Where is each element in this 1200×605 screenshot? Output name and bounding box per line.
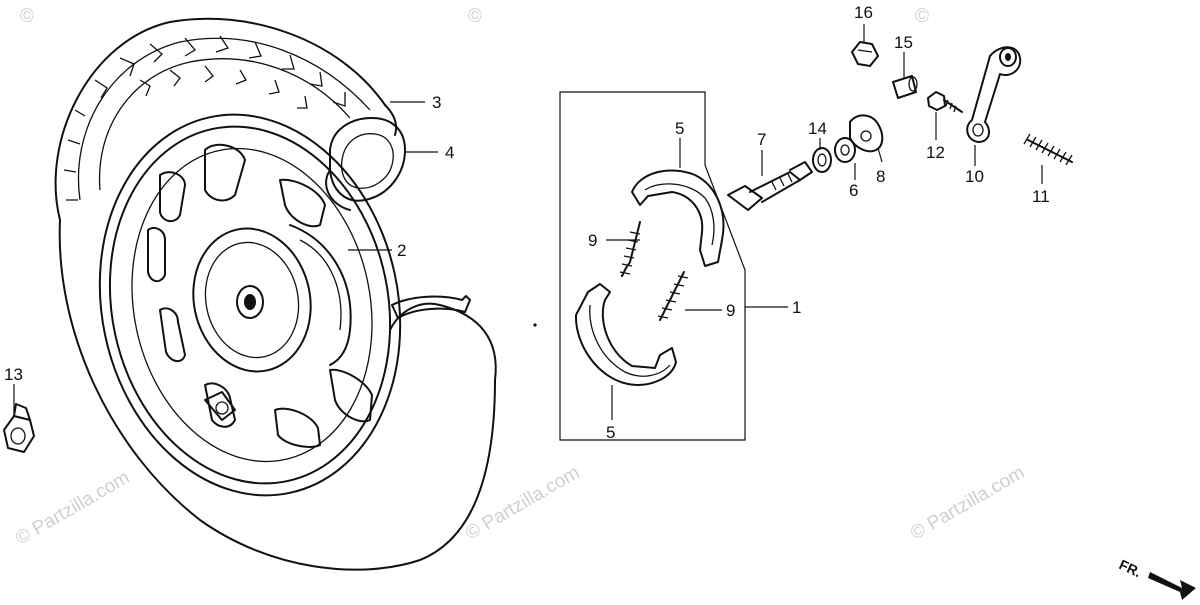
brake-shoe-upper-part-5[interactable]	[631, 169, 725, 267]
nut-part-16[interactable]	[851, 41, 879, 67]
watermark-top-left: ©	[20, 6, 34, 27]
direction-label: FR.	[1117, 556, 1144, 580]
callout-8[interactable]: 8	[876, 167, 885, 186]
leader-lines	[13, 24, 1043, 420]
brake-cam-part-7[interactable]	[727, 161, 813, 211]
callout-9-upper[interactable]: 9	[588, 231, 597, 250]
watermark-center: © Partzilla.com	[462, 462, 583, 544]
watermark-right: © Partzilla.com	[907, 462, 1028, 544]
callout-5-upper[interactable]: 5	[675, 119, 684, 138]
callout-12[interactable]: 12	[926, 143, 945, 162]
axle-nut-part-13[interactable]	[3, 403, 35, 453]
valve-stem	[204, 391, 236, 421]
tube-part-4[interactable]	[325, 117, 406, 211]
front-direction-indicator: FR.	[1117, 556, 1196, 600]
rim-spoke-windows	[147, 143, 373, 448]
dust-seal-part-14[interactable]	[812, 147, 832, 173]
watermark-left: © Partzilla.com	[12, 467, 133, 549]
wheel-rim-part-2[interactable]	[65, 86, 434, 523]
callout-5-lower[interactable]: 5	[606, 423, 615, 442]
tire-part-3[interactable]	[54, 17, 497, 571]
tire-tread-pattern	[63, 35, 371, 201]
watermark-top-right: ©	[915, 6, 929, 27]
wear-indicator-plate-part-8[interactable]	[849, 114, 884, 153]
watermark-top-center: ©	[468, 6, 482, 27]
brake-spring-upper-part-9[interactable]	[619, 221, 641, 277]
collar-part-15[interactable]	[892, 75, 918, 99]
brake-shoe-lower-part-5[interactable]	[574, 283, 677, 386]
callout-7[interactable]: 7	[757, 130, 766, 149]
callout-1[interactable]: 1	[792, 298, 801, 317]
brake-spring-lower-part-9[interactable]	[657, 271, 689, 321]
dot-mark	[533, 323, 537, 327]
callout-labels: 3 4 2 1 9 9 5 5 7 14 6 8 16 15 12 10 11 …	[4, 3, 1050, 442]
brake-panel-assembly-box	[559, 91, 746, 441]
washer-part-6[interactable]	[834, 137, 856, 163]
callout-6[interactable]: 6	[849, 181, 858, 200]
callout-15[interactable]: 15	[894, 33, 913, 52]
front-arrow-icon	[1148, 572, 1196, 600]
bolt-part-12[interactable]	[927, 91, 963, 113]
rim-strip-cutaway	[391, 295, 471, 319]
callout-10[interactable]: 10	[965, 167, 984, 186]
callout-11[interactable]: 11	[1032, 187, 1050, 206]
brake-arm-part-10[interactable]	[966, 46, 1022, 143]
callout-3[interactable]: 3	[432, 93, 441, 112]
callout-4[interactable]: 4	[445, 143, 454, 162]
callout-13[interactable]: 13	[4, 365, 23, 384]
callout-9-lower[interactable]: 9	[726, 301, 735, 320]
callout-14[interactable]: 14	[808, 119, 827, 138]
return-spring-part-11[interactable]	[1023, 133, 1073, 166]
callout-16[interactable]: 16	[854, 3, 873, 22]
callout-2[interactable]: 2	[397, 241, 406, 260]
